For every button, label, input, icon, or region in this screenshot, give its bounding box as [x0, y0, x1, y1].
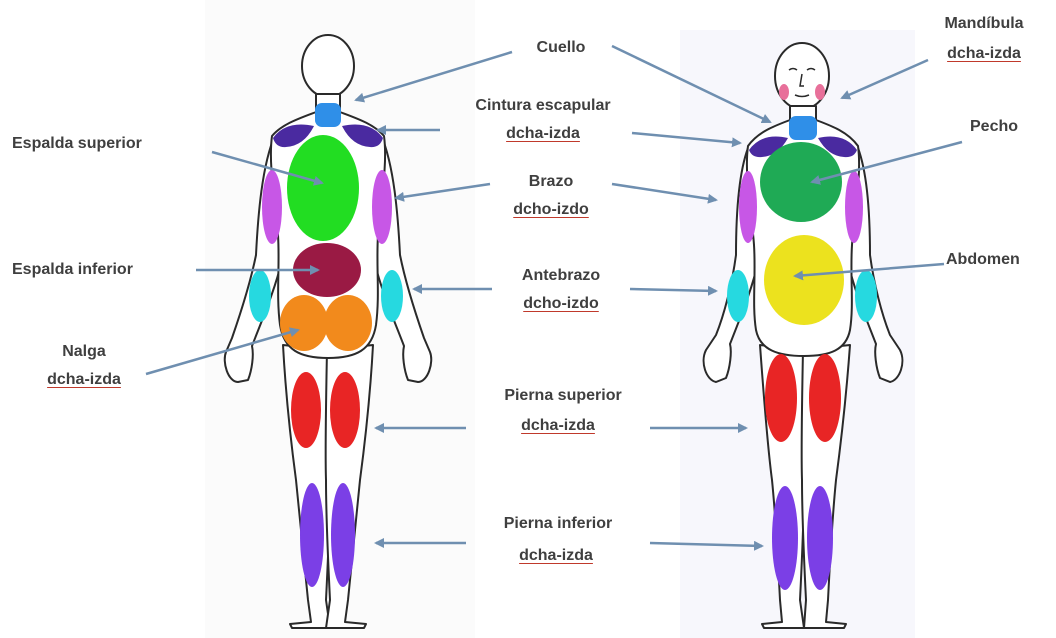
back-figure-regions — [249, 103, 403, 587]
front-upper-leg-right-region — [809, 354, 841, 442]
label-cintura-escapular-side: dcha-izda — [506, 125, 580, 142]
back-forearm-right-region — [381, 270, 403, 322]
label-cintura-escapular: Cintura escapular — [475, 97, 611, 114]
back-buttock-right-region — [324, 295, 372, 351]
arrow-pecho — [810, 140, 963, 185]
label-pierna-inferior: Pierna inferior — [503, 515, 613, 532]
arrow-antebrazo-front — [629, 285, 718, 296]
front-arm-left-region — [739, 171, 757, 243]
front-jaw-right-region — [815, 84, 825, 100]
arrow-abdomen — [793, 262, 945, 281]
label-brazo: Brazo — [528, 173, 574, 190]
arrow-nalga — [145, 327, 300, 376]
arrow-brazo-front — [611, 182, 718, 204]
label-pierna-superior-side: dcha-izda — [521, 417, 595, 434]
front-lower-leg-right-region — [807, 486, 833, 590]
arrow-cuello-back — [354, 50, 513, 103]
back-shoulder-left-region — [273, 124, 314, 148]
label-nalga-side: dcha-izda — [47, 371, 121, 388]
label-nalga: Nalga — [62, 343, 106, 360]
arrow-pierna-inf-front — [649, 540, 764, 551]
arrow-cuello-front — [611, 44, 772, 124]
front-neck-region — [789, 116, 817, 140]
back-arm-left-region — [262, 170, 282, 244]
label-mandibula-side: dcha-izda — [947, 45, 1021, 62]
front-shoulder-left-region — [749, 136, 788, 158]
back-buttock-left-region — [280, 295, 328, 351]
label-pierna-inferior-side: dcha-izda — [519, 547, 593, 564]
front-face-features — [788, 67, 816, 98]
back-upper-leg-right-region — [330, 372, 360, 448]
arrow-mandibula — [840, 58, 929, 100]
front-figure — [702, 42, 904, 629]
back-neck-region — [315, 103, 341, 127]
front-shoulder-right-region — [818, 136, 857, 158]
front-forearm-right-region — [855, 270, 877, 322]
front-forearm-left-region — [727, 270, 749, 322]
back-arm-right-region — [372, 170, 392, 244]
back-lower-leg-left-region — [300, 483, 324, 587]
front-chest-region — [760, 142, 842, 222]
back-forearm-left-region — [249, 270, 271, 322]
label-brazo-side: dcho-izdo — [513, 201, 589, 218]
label-mandibula: Mandíbula — [944, 15, 1024, 32]
back-upper-back-region — [287, 135, 359, 241]
label-cuello: Cuello — [536, 39, 586, 56]
back-lower-leg-right-region — [331, 483, 355, 587]
label-espalda-inferior: Espalda inferior — [12, 261, 133, 278]
arrow-cintura-front — [631, 131, 742, 148]
arrow-espalda-superior — [211, 150, 324, 186]
label-antebrazo-side: dcho-izdo — [523, 295, 599, 312]
label-pierna-superior: Pierna superior — [504, 387, 622, 404]
back-figure — [223, 34, 433, 629]
label-antebrazo: Antebrazo — [521, 267, 601, 284]
callout-arrows — [145, 44, 963, 551]
arrow-brazo-back — [394, 182, 491, 202]
front-lower-leg-left-region — [772, 486, 798, 590]
label-pecho: Pecho — [970, 118, 1019, 135]
front-arm-right-region — [845, 171, 863, 243]
back-upper-leg-left-region — [291, 372, 321, 448]
front-upper-leg-left-region — [765, 354, 797, 442]
label-espalda-superior: Espalda superior — [12, 135, 142, 152]
back-lower-back-region — [293, 243, 361, 297]
label-abdomen: Abdomen — [946, 251, 1020, 268]
back-shoulder-right-region — [342, 124, 383, 148]
front-jaw-left-region — [779, 84, 789, 100]
front-figure-regions — [727, 84, 877, 590]
front-abdomen-region — [764, 235, 844, 325]
